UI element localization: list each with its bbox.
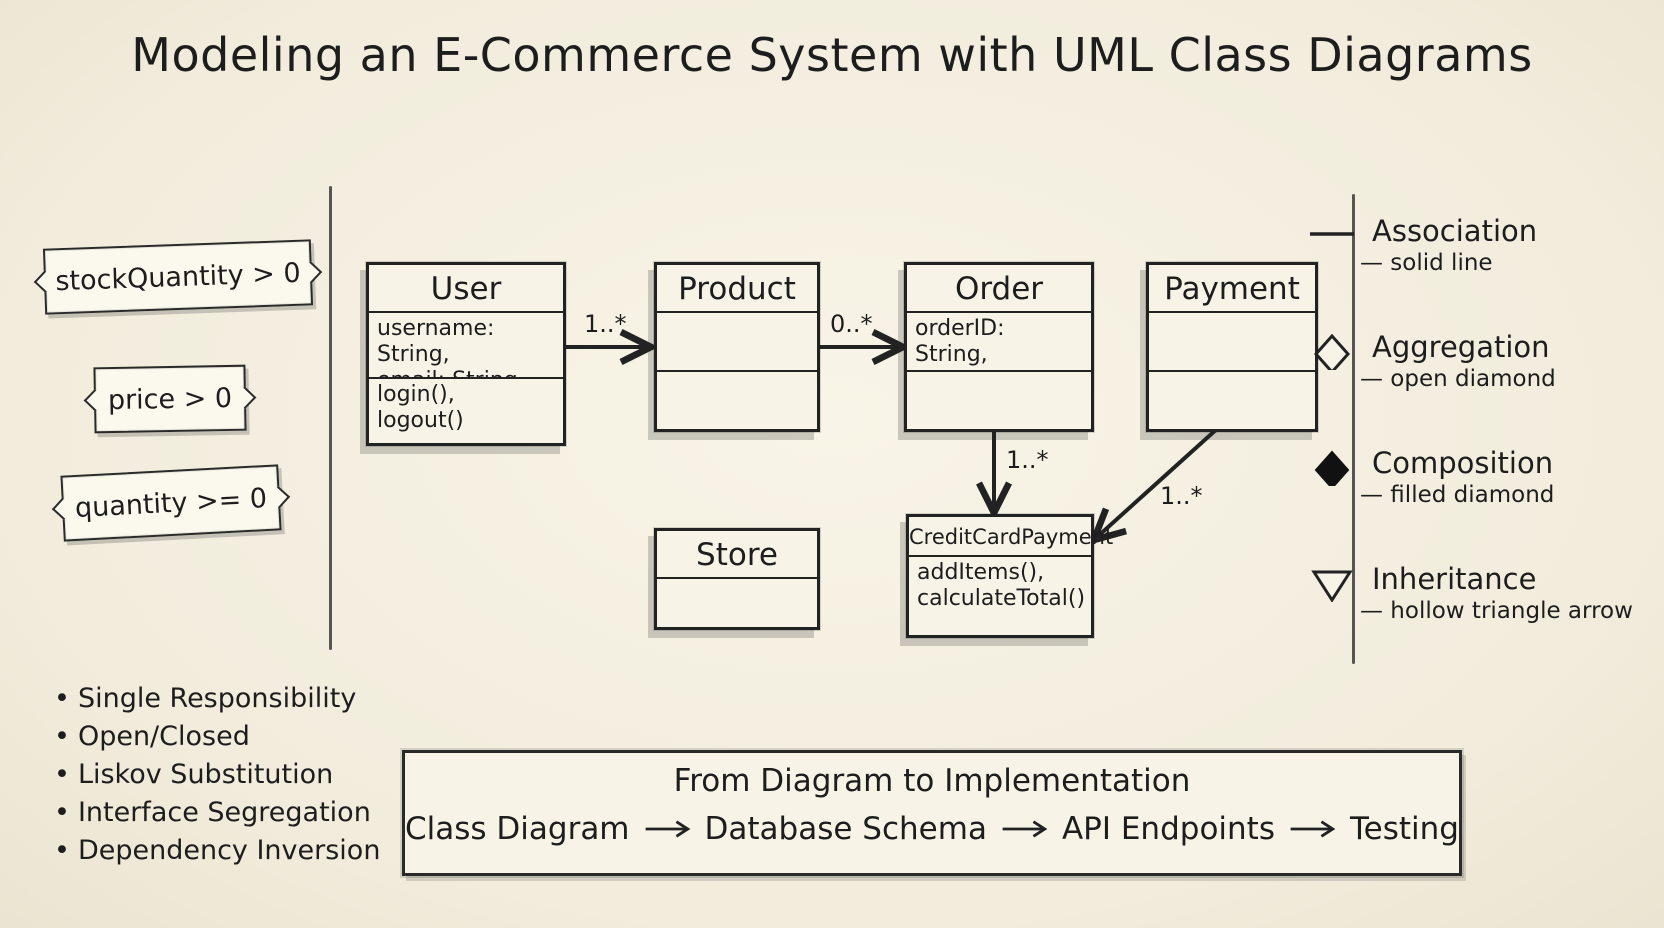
legend-inheritance: Inheritance — hollow triangle arrow [1311,562,1633,624]
open-diamond-icon [1313,334,1351,370]
class-methods [1149,370,1315,429]
class-attributes [1149,311,1315,370]
legend-desc: — filled diamond [1360,482,1555,508]
class-name: Store [696,537,778,573]
filled-diamond-icon [1314,450,1350,486]
flow-step: Database Schema [704,811,987,847]
principles-list: Single Responsibility Open/Closed Liskov… [54,680,381,870]
right-divider [1352,194,1355,664]
list-item: Single Responsibility [54,680,380,718]
class-name: User [430,271,502,307]
legend-desc: — solid line [1360,250,1493,276]
flow-step: API Endpoints [1061,811,1275,847]
class-payment[interactable]: Payment [1146,262,1318,432]
class-credit-card-payment[interactable]: CreditCardPayment addItems(), calculateT… [906,514,1114,638]
class-attributes: username: String, email: String [369,311,563,377]
arrow-right-icon [1002,820,1048,838]
class-name: Product [678,271,796,307]
list-item: Liskov Substitution [54,756,380,794]
legend-title: Composition [1372,446,1554,480]
list-item: Open/Closed [54,718,380,756]
class-methods [657,370,817,429]
class-order[interactable]: Order orderID: String, date: Date [904,262,1094,432]
class-name: CreditCardPayment [909,525,1114,549]
class-user[interactable]: User username: String, email: String log… [366,262,566,446]
class-methods: addItems(), calculateTotal() [909,555,1091,635]
legend-association: Association — solid line [1310,214,1538,276]
legend-title: Association [1372,214,1538,248]
multiplicity-label: 1..* [584,310,627,338]
multiplicity-label: 1..* [1160,482,1203,510]
legend-title: Inheritance [1372,562,1537,596]
class-attributes: orderID: String, date: Date [907,311,1091,370]
class-methods [907,370,1091,429]
legend-composition: Composition — filled diamond [1314,446,1554,508]
legend-title: Aggregation [1372,330,1550,364]
page-title: Modeling an E-Commerce System with UML C… [131,28,1533,82]
flow-step: Testing [1350,811,1459,847]
class-store[interactable]: Store [654,528,820,630]
class-name: Payment [1164,271,1300,307]
class-methods: login(), logout() [369,377,563,443]
legend-aggregation: Aggregation — open diamond [1313,330,1556,392]
left-divider [329,186,332,650]
legend-desc: — hollow triangle arrow [1360,598,1633,624]
line-icon [1310,232,1354,236]
class-name: Order [954,271,1044,307]
legend-desc: — open diamond [1360,366,1556,392]
class-attributes [657,577,817,627]
arrow-right-icon [645,820,690,838]
class-product[interactable]: Product [654,262,820,432]
class-attributes [657,311,817,370]
multiplicity-label: 0..* [830,310,873,338]
list-item: Interface Segregation [54,794,380,832]
hollow-triangle-icon [1311,570,1353,602]
list-item: Dependency Inversion [54,832,381,870]
implementation-flow: Class Diagram Database Schema API Endpoi… [405,811,1459,847]
flow-step: Class Diagram [405,811,630,847]
arrow-right-icon [1290,820,1336,838]
implementation-box: From Diagram to Implementation Class Dia… [402,750,1462,876]
payment-credit-arrow [1096,426,1220,538]
implementation-title: From Diagram to Implementation [673,763,1191,799]
multiplicity-label: 1..* [1006,446,1049,474]
